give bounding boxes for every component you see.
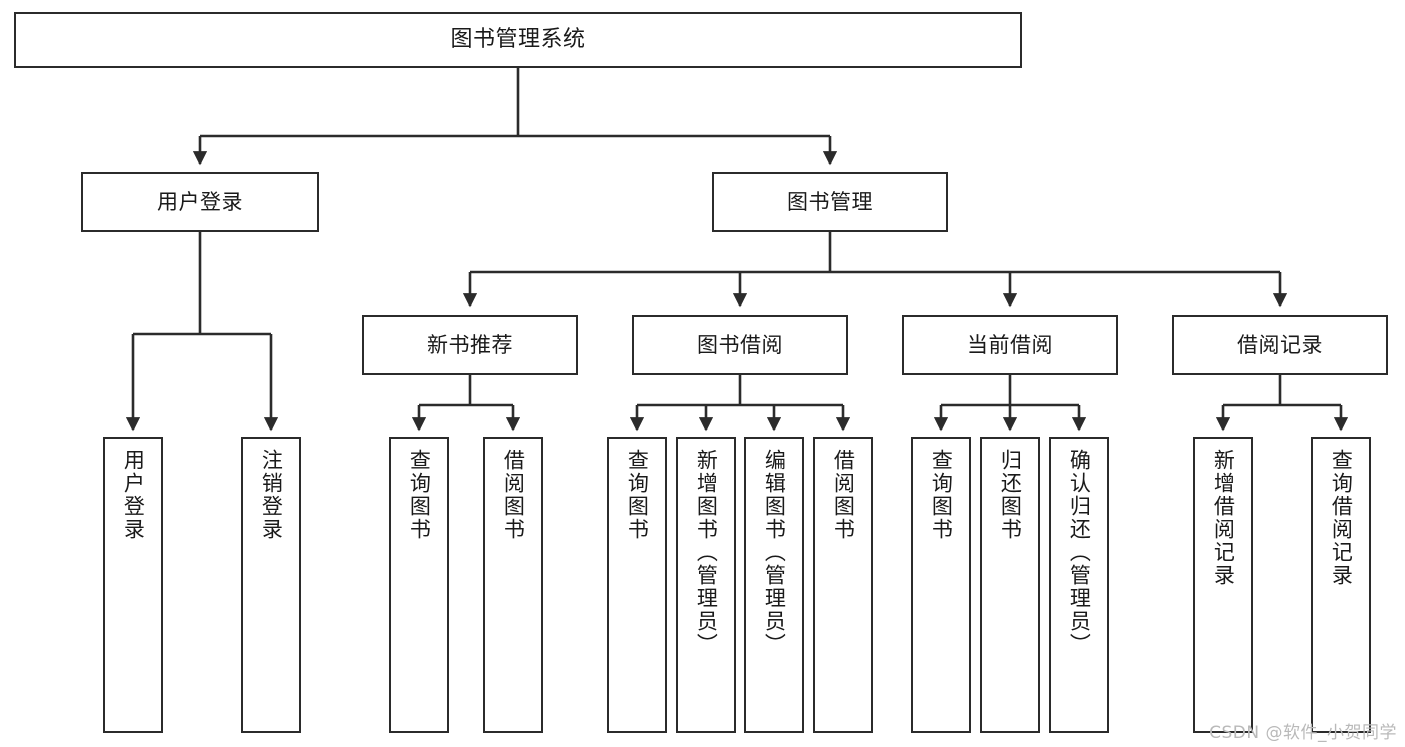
node-leaf-query-book-1[interactable]: 查询图书 xyxy=(389,437,449,733)
node-label: 借阅图书 xyxy=(831,449,856,541)
node-book-borrow[interactable]: 图书借阅 xyxy=(632,315,848,375)
node-label: 确认归还（管理员） xyxy=(1067,449,1092,656)
node-leaf-query-book-2[interactable]: 查询图书 xyxy=(607,437,667,733)
node-book-management[interactable]: 图书管理 xyxy=(712,172,948,232)
node-label: 新增借阅记录 xyxy=(1211,449,1236,587)
node-leaf-return-book[interactable]: 归还图书 xyxy=(980,437,1040,733)
node-label: 查询借阅记录 xyxy=(1329,449,1354,587)
node-label: 当前借阅 xyxy=(967,332,1053,357)
node-leaf-query-book-3[interactable]: 查询图书 xyxy=(911,437,971,733)
node-label: 用户登录 xyxy=(121,449,146,541)
node-label: 查询图书 xyxy=(407,449,432,541)
node-leaf-query-record[interactable]: 查询借阅记录 xyxy=(1311,437,1371,733)
node-leaf-borrow-book-2[interactable]: 借阅图书 xyxy=(813,437,873,733)
node-leaf-add-book[interactable]: 新增图书（管理员） xyxy=(676,437,736,733)
node-user-login[interactable]: 用户登录 xyxy=(81,172,319,232)
node-current-borrow[interactable]: 当前借阅 xyxy=(902,315,1118,375)
node-label: 注销登录 xyxy=(259,449,284,541)
node-leaf-confirm-return[interactable]: 确认归还（管理员） xyxy=(1049,437,1109,733)
node-label: 查询图书 xyxy=(929,449,954,541)
node-borrow-record[interactable]: 借阅记录 xyxy=(1172,315,1388,375)
node-label: 借阅图书 xyxy=(501,449,526,541)
node-leaf-logout-login[interactable]: 注销登录 xyxy=(241,437,301,733)
node-leaf-user-login[interactable]: 用户登录 xyxy=(103,437,163,733)
node-label: 查询图书 xyxy=(625,449,650,541)
node-label: 图书管理系统 xyxy=(450,27,586,53)
node-label: 新书推荐 xyxy=(427,332,513,357)
node-leaf-add-record[interactable]: 新增借阅记录 xyxy=(1193,437,1253,733)
node-leaf-edit-book[interactable]: 编辑图书（管理员） xyxy=(744,437,804,733)
node-label: 归还图书 xyxy=(998,449,1023,541)
node-label: 用户登录 xyxy=(157,189,243,214)
node-leaf-borrow-book-1[interactable]: 借阅图书 xyxy=(483,437,543,733)
node-label: 图书管理 xyxy=(787,189,873,214)
watermark-text: CSDN @软件_小贺同学 xyxy=(1209,723,1397,743)
node-root-book-management-system[interactable]: 图书管理系统 xyxy=(14,12,1022,68)
node-label: 借阅记录 xyxy=(1237,332,1323,357)
node-label: 图书借阅 xyxy=(697,332,783,357)
node-label: 编辑图书（管理员） xyxy=(762,449,787,656)
node-new-book-recommend[interactable]: 新书推荐 xyxy=(362,315,578,375)
node-label: 新增图书（管理员） xyxy=(694,449,719,656)
